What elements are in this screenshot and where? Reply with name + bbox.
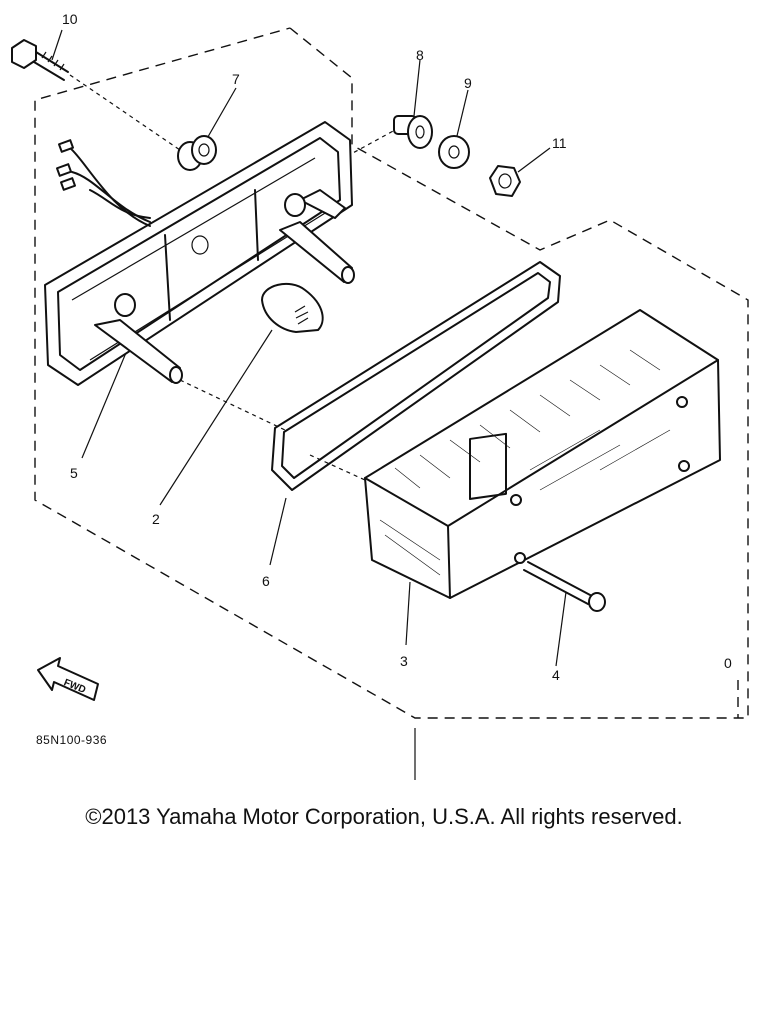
callout-0: 0 bbox=[724, 655, 732, 671]
callout-7: 7 bbox=[232, 71, 240, 87]
part-2-bulb bbox=[261, 282, 324, 333]
part-4-screw bbox=[523, 561, 606, 612]
part-6-gasket bbox=[271, 261, 561, 491]
callout-5: 5 bbox=[70, 465, 78, 481]
callout-9: 9 bbox=[464, 75, 472, 91]
callout-8: 8 bbox=[416, 47, 424, 63]
part-5-lamp-housing bbox=[44, 121, 355, 386]
callout-2: 2 bbox=[152, 511, 160, 527]
lens-texture bbox=[379, 349, 671, 576]
exploded-parts-diagram: FWD 10 7 8 9 11 5 2 6 3 4 0 85N100-936 bbox=[11, 11, 749, 780]
copyright-notice: ©2013 Yamaha Motor Corporation, U.S.A. A… bbox=[85, 804, 683, 829]
callout-10: 10 bbox=[62, 11, 78, 27]
part-3-lens bbox=[364, 309, 721, 599]
assembly-boundary bbox=[34, 27, 749, 780]
part-7-grommet bbox=[177, 135, 217, 171]
callout-3: 3 bbox=[400, 653, 408, 669]
callout-4: 4 bbox=[552, 667, 560, 683]
callout-6: 6 bbox=[262, 573, 270, 589]
part-11-nut bbox=[489, 165, 521, 197]
fwd-arrow-icon: FWD bbox=[37, 657, 99, 701]
callout-11: 11 bbox=[552, 135, 567, 151]
part-10-bolt bbox=[11, 39, 69, 81]
part-8-collar bbox=[393, 115, 433, 149]
drawing-code: 85N100-936 bbox=[36, 733, 107, 747]
part-9-washer bbox=[438, 135, 470, 169]
